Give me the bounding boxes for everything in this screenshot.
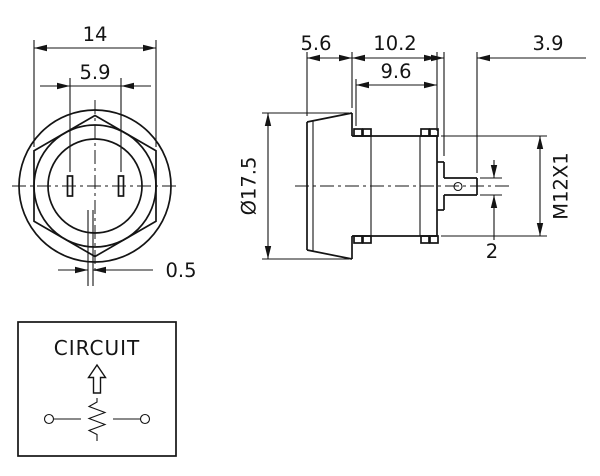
dim-9-6-label: 9.6	[380, 60, 411, 83]
front-bezel-circle	[33, 124, 157, 248]
circuit-title: CIRCUIT	[54, 336, 140, 360]
front-outer-circle	[18, 109, 172, 263]
side-terminal	[437, 161, 478, 211]
dim-2: 2	[480, 160, 502, 263]
spring-symbol	[87, 398, 107, 441]
thread-ridge	[362, 128, 372, 137]
side-body	[352, 128, 439, 244]
thread-ridge	[362, 235, 372, 244]
dim-thread-label: M12X1	[550, 152, 573, 219]
dim-3-9: 3.9	[420, 32, 586, 173]
dim-3-9-label: 3.9	[532, 32, 563, 55]
dim-14-label: 14	[83, 23, 108, 46]
solder-hole	[453, 181, 463, 192]
dim-diameter-17-5: Ø17.5	[238, 112, 349, 260]
press-direction-arrow-icon	[87, 363, 107, 394]
dim-diameter-label: Ø17.5	[238, 157, 261, 216]
thread-ridge	[353, 128, 363, 137]
side-head	[306, 112, 353, 260]
dim-10-2-label: 10.2	[373, 32, 416, 55]
right-terminal	[139, 413, 151, 425]
dim-2-label: 2	[486, 240, 498, 263]
thread-ridge	[420, 235, 430, 244]
front-button-circle	[47, 138, 143, 234]
dim-9-6: 9.6	[355, 60, 437, 126]
side-view: 5.6 10.2 3.9 9.6	[238, 32, 586, 263]
front-view: 14 5.9 0.5	[12, 23, 197, 286]
dim-5-6-label: 5.6	[300, 32, 331, 55]
dim-5-9: 5.9	[40, 61, 151, 172]
front-hex-nut	[33, 114, 157, 258]
dim-5-6: 5.6	[300, 32, 353, 116]
dim-5-9-label: 5.9	[79, 61, 110, 84]
thread-ridge	[353, 235, 363, 244]
front-right-slot	[117, 175, 125, 197]
dim-0-5-label: 0.5	[165, 259, 196, 282]
thread-ridge	[429, 235, 439, 244]
circuit-box	[17, 321, 177, 457]
circuit-diagram: CIRCUIT	[17, 321, 177, 457]
left-terminal	[43, 413, 55, 425]
dim-0-5: 0.5	[58, 210, 197, 286]
thread-ridge	[420, 128, 430, 137]
dim-14: 14	[33, 23, 157, 147]
thread-ridge	[429, 128, 439, 137]
front-left-slot	[66, 175, 74, 197]
